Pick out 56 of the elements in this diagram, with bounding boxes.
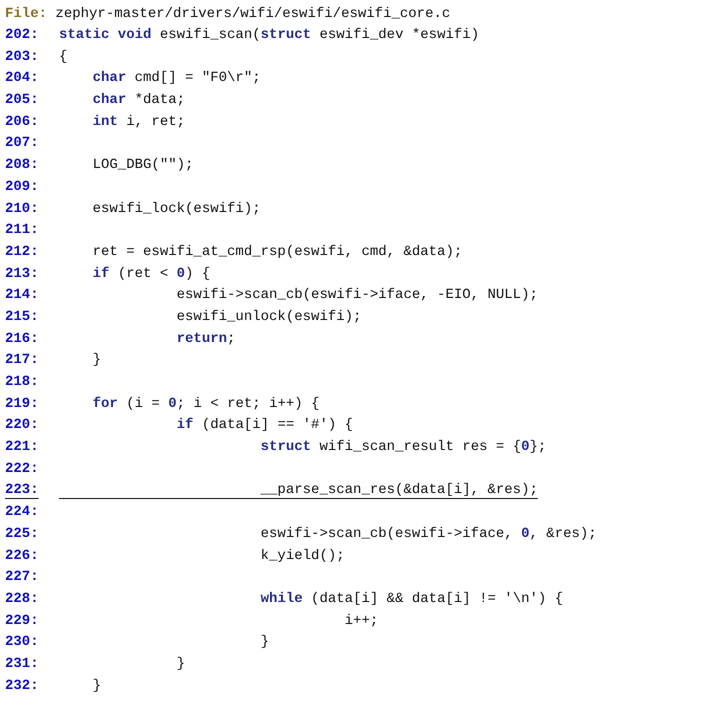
line-number: 204: xyxy=(5,69,40,88)
line-number: 232: xyxy=(5,676,40,696)
line-number: 229: xyxy=(5,612,40,631)
line-number: 203: xyxy=(5,48,40,67)
code-line: return; xyxy=(176,330,236,349)
code-line: } xyxy=(92,351,102,370)
code-line: char cmd[] = "F0\r"; xyxy=(92,69,261,88)
code-line: if (data[i] == '#') { xyxy=(176,416,354,436)
line-number: 216: xyxy=(5,330,40,349)
line-number: 222: xyxy=(5,460,40,479)
line-number: 226: xyxy=(5,546,40,566)
line-number: 214: xyxy=(5,286,40,306)
line-number: 213: xyxy=(5,264,40,284)
code-line: int i, ret; xyxy=(92,112,186,132)
code-line: LOG_DBG(""); xyxy=(92,156,194,176)
code-line: } xyxy=(92,676,102,696)
code-line: i++; xyxy=(344,612,378,631)
line-number: 230: xyxy=(5,633,40,652)
line-number: 228: xyxy=(5,590,40,609)
line-number: 206: xyxy=(5,112,40,132)
code-line: while (data[i] && data[i] != '\n') { xyxy=(260,590,564,609)
line-number: 217: xyxy=(5,351,40,370)
line-number: 220: xyxy=(5,416,40,436)
line-number: 211: xyxy=(5,221,40,240)
file-path-title: File: zephyr-master/drivers/wifi/eswifi/eswifi_core.c xyxy=(5,5,452,24)
code-line: eswifi->scan_cb(eswifi->iface, -EIO, NULL); xyxy=(176,286,538,306)
line-number: 215: xyxy=(5,308,40,327)
code-line: { xyxy=(59,48,68,67)
line-number: 207: xyxy=(5,134,40,154)
line-number: 205: xyxy=(5,91,40,110)
line-number: 231: xyxy=(5,654,40,674)
line-number: 209: xyxy=(5,178,40,197)
line-number: 210: xyxy=(5,200,40,218)
code-line: if (ret < 0) { xyxy=(92,264,210,284)
code-line: static void eswifi_scan(struct eswifi_dev *eswifi) xyxy=(59,26,480,45)
code-line: ret = eswifi_at_cmd_rsp(eswifi, cmd, &data); xyxy=(92,242,462,262)
line-number: 202: xyxy=(5,26,40,45)
line-number: 219: xyxy=(5,394,40,414)
line-number: 218: xyxy=(5,373,40,392)
code-line: eswifi_lock(eswifi); xyxy=(92,200,261,218)
code-line: eswifi->scan_cb(eswifi->iface, 0, &res); xyxy=(260,524,597,544)
code-line: struct wifi_scan_result res = {0}; xyxy=(260,438,546,458)
code-line: eswifi_unlock(eswifi); xyxy=(176,308,362,327)
code-line: char *data; xyxy=(92,91,186,110)
code-line: for (i = 0; i < ret; i++) { xyxy=(92,394,320,414)
code-line: __parse_scan_res(&data[i], &res); xyxy=(260,481,538,500)
code-line: } xyxy=(176,654,186,674)
line-number: 223: xyxy=(5,481,40,500)
line-number: 208: xyxy=(5,156,40,176)
line-number: 212: xyxy=(5,242,40,262)
line-number: 224: xyxy=(5,503,40,522)
line-number: 221: xyxy=(5,438,40,458)
line-number: 225: xyxy=(5,524,40,544)
code-line: k_yield(); xyxy=(260,546,345,566)
line-number: 227: xyxy=(5,568,40,588)
code-line: } xyxy=(260,633,270,652)
